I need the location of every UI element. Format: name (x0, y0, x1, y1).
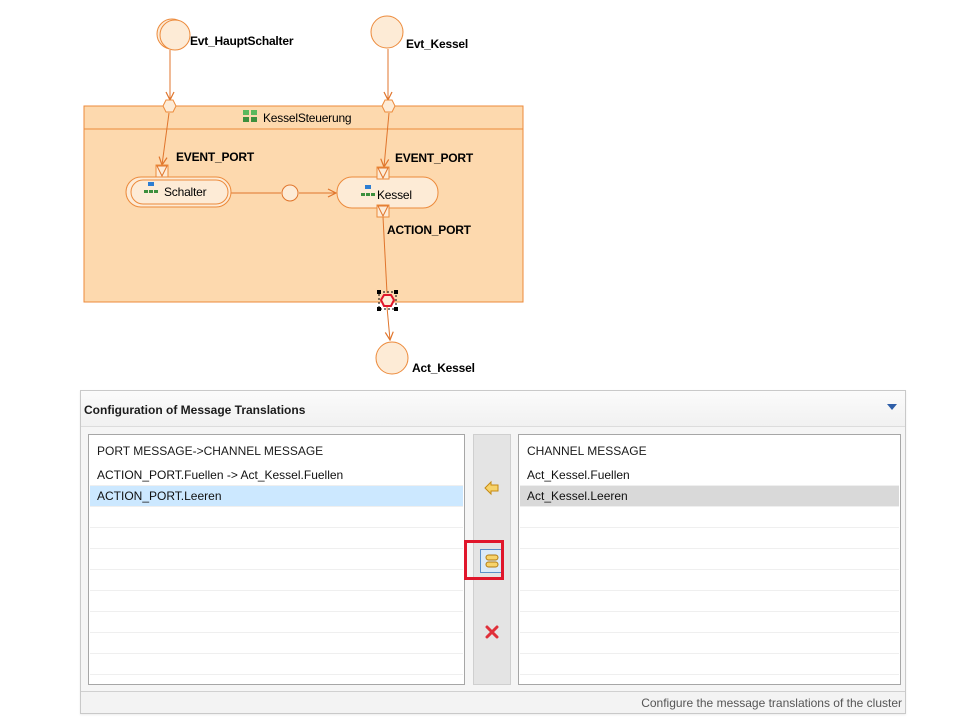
edge-hex-schalter[interactable] (162, 112, 170, 165)
list-item-empty (90, 591, 463, 612)
edge-actionport-out[interactable] (382, 216, 388, 294)
delete-x-icon (485, 625, 499, 639)
cluster-title: KesselSteuerung (263, 111, 352, 125)
event-node-hauptschalter[interactable] (156, 18, 191, 51)
component-schalter[interactable] (125, 176, 232, 208)
assign-button[interactable] (481, 477, 503, 499)
arrow-left-icon (484, 480, 499, 496)
list-item-empty (90, 654, 463, 675)
list-item-selected[interactable]: Act_Kessel.Leeren (520, 486, 899, 507)
event-label-hauptschalter: Evt_HauptSchalter (190, 34, 294, 48)
schalter-icon (144, 182, 158, 193)
action-port-kessel[interactable] (376, 204, 390, 218)
cluster-port-hauptschalter[interactable] (162, 99, 177, 113)
list-item-empty (90, 612, 463, 633)
list-item[interactable]: ACTION_PORT.Fuellen -> Act_Kessel.Fuelle… (90, 465, 463, 486)
list-item-empty (520, 528, 899, 549)
list-item-empty (90, 507, 463, 528)
list-item-empty (520, 591, 899, 612)
translation-icon (485, 554, 499, 568)
event-node-kessel[interactable] (370, 15, 404, 49)
selected-cluster-port[interactable] (377, 290, 398, 311)
port-label-event-left: EVENT_PORT (176, 150, 255, 164)
edge-hex-kessel[interactable] (384, 112, 390, 167)
list-item-empty (520, 612, 899, 633)
list-item-selected[interactable]: ACTION_PORT.Leeren (90, 486, 463, 507)
list-item-empty (90, 633, 463, 654)
cluster-diagram (83, 15, 524, 375)
edge-act-kessel[interactable] (387, 306, 390, 340)
cluster-port-kessel[interactable] (381, 99, 396, 113)
list-item-empty (520, 654, 899, 675)
panel-title: Configuration of Message Translations (84, 403, 306, 417)
message-translations-panel: Configuration of Message Translations PO… (80, 390, 906, 714)
event-port-kessel[interactable] (376, 166, 390, 180)
delete-button[interactable] (481, 621, 503, 643)
port-label-action: ACTION_PORT (387, 223, 471, 237)
translation-button-bar (473, 434, 511, 685)
list-item[interactable]: Act_Kessel.Fuellen (520, 465, 899, 486)
list-item-empty (520, 507, 899, 528)
status-bar: Configure the message translations of th… (81, 691, 905, 713)
port-message-list[interactable]: PORT MESSAGE->CHANNEL MESSAGE ACTION_POR… (88, 434, 465, 685)
cluster-icon (243, 110, 257, 122)
port-message-list-header: PORT MESSAGE->CHANNEL MESSAGE (97, 444, 324, 458)
channel-node[interactable] (281, 184, 299, 202)
kessel-icon (361, 185, 375, 196)
event-label-kessel: Evt_Kessel (406, 37, 469, 51)
list-item-empty (520, 633, 899, 654)
list-item-empty (90, 528, 463, 549)
event-port-schalter[interactable] (155, 164, 169, 178)
list-item-empty (520, 549, 899, 570)
component-label-schalter: Schalter (164, 185, 207, 199)
list-item-empty (520, 570, 899, 591)
component-label-kessel: Kessel (377, 188, 412, 202)
list-item-empty (90, 549, 463, 570)
collapse-chevron-icon[interactable] (887, 404, 897, 410)
event-node-act-kessel[interactable] (375, 341, 409, 375)
translate-button[interactable] (480, 549, 504, 573)
channel-message-list[interactable]: CHANNEL MESSAGE Act_Kessel.Fuellen Act_K… (518, 434, 901, 685)
status-text: Configure the message translations of th… (641, 696, 902, 710)
port-label-event-right: EVENT_PORT (395, 151, 474, 165)
panel-header: Configuration of Message Translations (81, 391, 905, 427)
list-item-empty (90, 570, 463, 591)
channel-message-list-header: CHANNEL MESSAGE (527, 444, 647, 458)
event-label-act-kessel: Act_Kessel (412, 361, 475, 375)
